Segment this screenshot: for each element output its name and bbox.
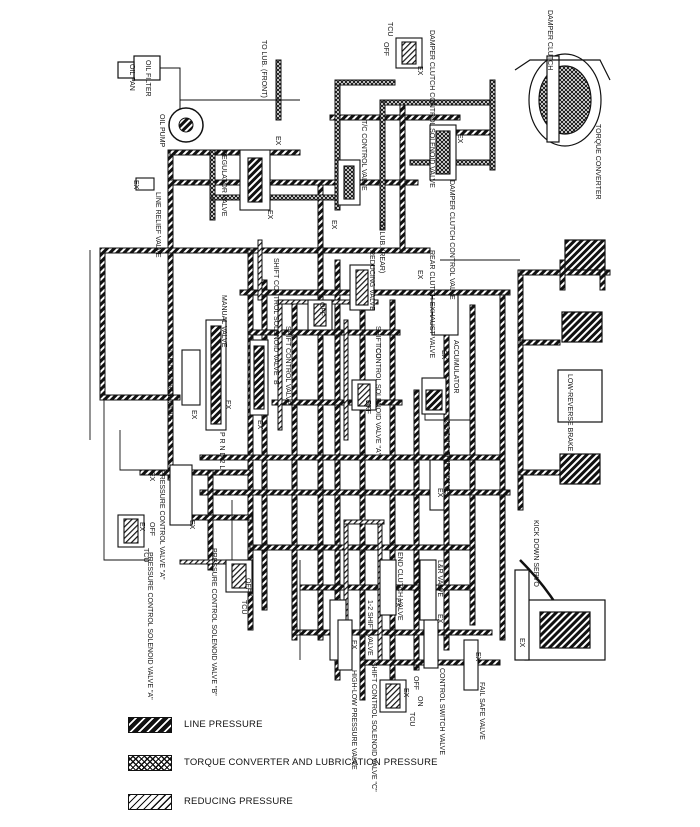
marker-ex-7: EX — [224, 400, 231, 410]
marker-ex-15: EX — [436, 488, 443, 498]
label-fail-safe: FAIL SAFE VALVE — [478, 682, 485, 740]
label-lr-valve: L&R VALVE — [436, 560, 443, 597]
legend-label-line-pressure: LINE PRESSURE — [184, 719, 263, 730]
marker-tcu-32: TCU — [374, 344, 381, 358]
marker-off-26: OFF — [148, 522, 155, 536]
label-oil-pump: OIL PUMP — [158, 114, 165, 148]
label-tc-control: T/C CONTROL VALVE — [360, 120, 367, 191]
legend-item-torque-converter — [128, 751, 172, 775]
label-damper-solenoid: DAMPER CLUTCH CONTROL SOLENOID VALVE — [428, 30, 435, 188]
marker-off-27: OFF — [244, 578, 251, 592]
label-control-switch: CONTROL SWITCH VALVE — [438, 668, 445, 755]
label-rear-clutch-exhaust: REAR CLUTCH EXHAUST VALVE — [428, 250, 435, 358]
label-nr-control: N-R CONTROL VALVE — [166, 350, 173, 422]
marker-ex-3: EX — [266, 210, 273, 220]
marker-ex-17: EX — [436, 614, 443, 624]
marker-ex-13: EX — [138, 522, 145, 532]
label-shift-control: SHIFT CONTROL VALVE — [284, 326, 291, 406]
marker-ex-5: EX — [416, 270, 423, 280]
marker-ex-19: EX — [402, 688, 409, 698]
label-accumulator: ACCUMULATOR — [452, 340, 459, 393]
marker-ex-20: EX — [474, 652, 481, 662]
label-damper-control: DAMPER CLUTCH CONTROL VALVE — [448, 180, 455, 300]
marker-ex-0: EX — [274, 136, 281, 146]
marker-ex-1: EX — [416, 66, 423, 76]
line-pressure-swatch — [128, 717, 172, 733]
torque-converter-swatch — [128, 755, 172, 771]
label-to-lub-rear: TO LUB. (REAR) — [378, 220, 385, 273]
reducing-pressure-swatch — [128, 794, 172, 810]
label-to-lub-front: TO LUB. (FRONT) — [260, 40, 267, 98]
marker-on-29: ON — [416, 696, 423, 707]
label-damper-clutch: DAMPER CLUTCH — [546, 10, 553, 70]
clutch-elements — [557, 239, 606, 485]
oil-pump — [168, 107, 204, 143]
label-reducing: REDUCING VALVE — [368, 250, 375, 311]
legend-label-reducing-pressure: REDUCING PRESSURE — [184, 796, 293, 807]
pressure-lines — [99, 99, 611, 701]
marker-ex-9: EX — [364, 400, 371, 410]
marker-tcu-30: TCU — [142, 548, 149, 562]
oil-filter — [117, 55, 181, 108]
label-shift-solenoid-b: SHIFT CONTROL SOLENOID VALVE "B" — [272, 258, 279, 388]
label-end-clutch: END CLUTCH VALVE — [396, 552, 403, 621]
marker-ex-6: EX — [440, 350, 447, 360]
label-pressure-solenoid-a: PRESSURE CONTROL SOLENOID VALVE "A" — [146, 552, 153, 700]
label-oil-pan: OIL PAN — [128, 64, 135, 91]
label-shift-solenoid-c: SHIFT CONTROL SOLENOID VALVE "C" — [370, 662, 377, 792]
label-pressure-control: PRESSURE CONTROL VALVE "A" — [158, 470, 165, 580]
label-oil-filter: OIL FILTER — [144, 60, 151, 97]
marker-ex-10: EX — [190, 410, 197, 420]
component-labels: OIL FILTER OIL PAN OIL PUMP LINE RELIEF VAL… — [128, 10, 601, 792]
label-prnd: P R N D 2 L — [218, 432, 225, 469]
label-shift-solenoid-a: SHIFT CONTROL SOLENOID VALVE "A" — [374, 326, 381, 456]
marker-ex-8: EX — [256, 420, 263, 430]
marker-ex-18: EX — [350, 640, 357, 650]
label-regulator: REGULATOR VALVE — [220, 150, 227, 217]
label-shift-1-2: 1-2 SHIFT VALVE — [366, 600, 373, 656]
marker-ex-2: EX — [456, 134, 463, 144]
marker-ex-11: EX — [148, 472, 155, 482]
marker-tcu-31: TCU — [240, 600, 247, 614]
label-line-relief: LINE RELIEF VALVE — [154, 192, 161, 258]
marker-ex-21: EX — [518, 638, 525, 648]
kick-down-servo — [514, 559, 606, 661]
label-shift-2-3-4-3: 2-3 & 4-3 SHIFT VALVE — [443, 420, 450, 495]
legend-item-reducing-pressure — [128, 790, 172, 814]
label-high-low: HIGH-LOW PRESSURE VALVE — [350, 670, 357, 770]
label-manual: MANUAL VALVE — [220, 295, 227, 348]
valves — [117, 37, 479, 713]
torque-converter — [514, 53, 611, 147]
marker-ex-22: EX — [132, 180, 139, 190]
label-torque-converter: TORQUE CONVERTER — [594, 124, 601, 200]
marker-off-24: OFF — [318, 302, 325, 316]
marker-ex-16: EX — [394, 598, 401, 608]
marker-ex-4: EX — [330, 220, 337, 230]
marker-off-25: OFF — [364, 400, 371, 414]
label-kick-down-servo: KICK DOWN SERVO — [532, 520, 539, 587]
label-tcu: TCU — [386, 22, 393, 36]
legend-item-line-pressure — [128, 713, 172, 737]
marker-tcu-33: TCU — [408, 712, 415, 726]
marker-off-23: OFF — [382, 42, 389, 56]
marker-ex-14: EX — [246, 588, 253, 598]
marker-off-28: OFF — [412, 676, 419, 690]
legend-label-torque-converter: TORQUE CONVERTER AND LUBRICATION PRESSUR… — [184, 757, 438, 768]
marker-ex-12: EX — [188, 520, 195, 530]
label-low-reverse: LOW-REVERSE BRAKE — [566, 374, 573, 452]
label-pressure-solenoid-b: PRESSURE CONTROL SOLENOID VALVE "B" — [210, 548, 217, 696]
